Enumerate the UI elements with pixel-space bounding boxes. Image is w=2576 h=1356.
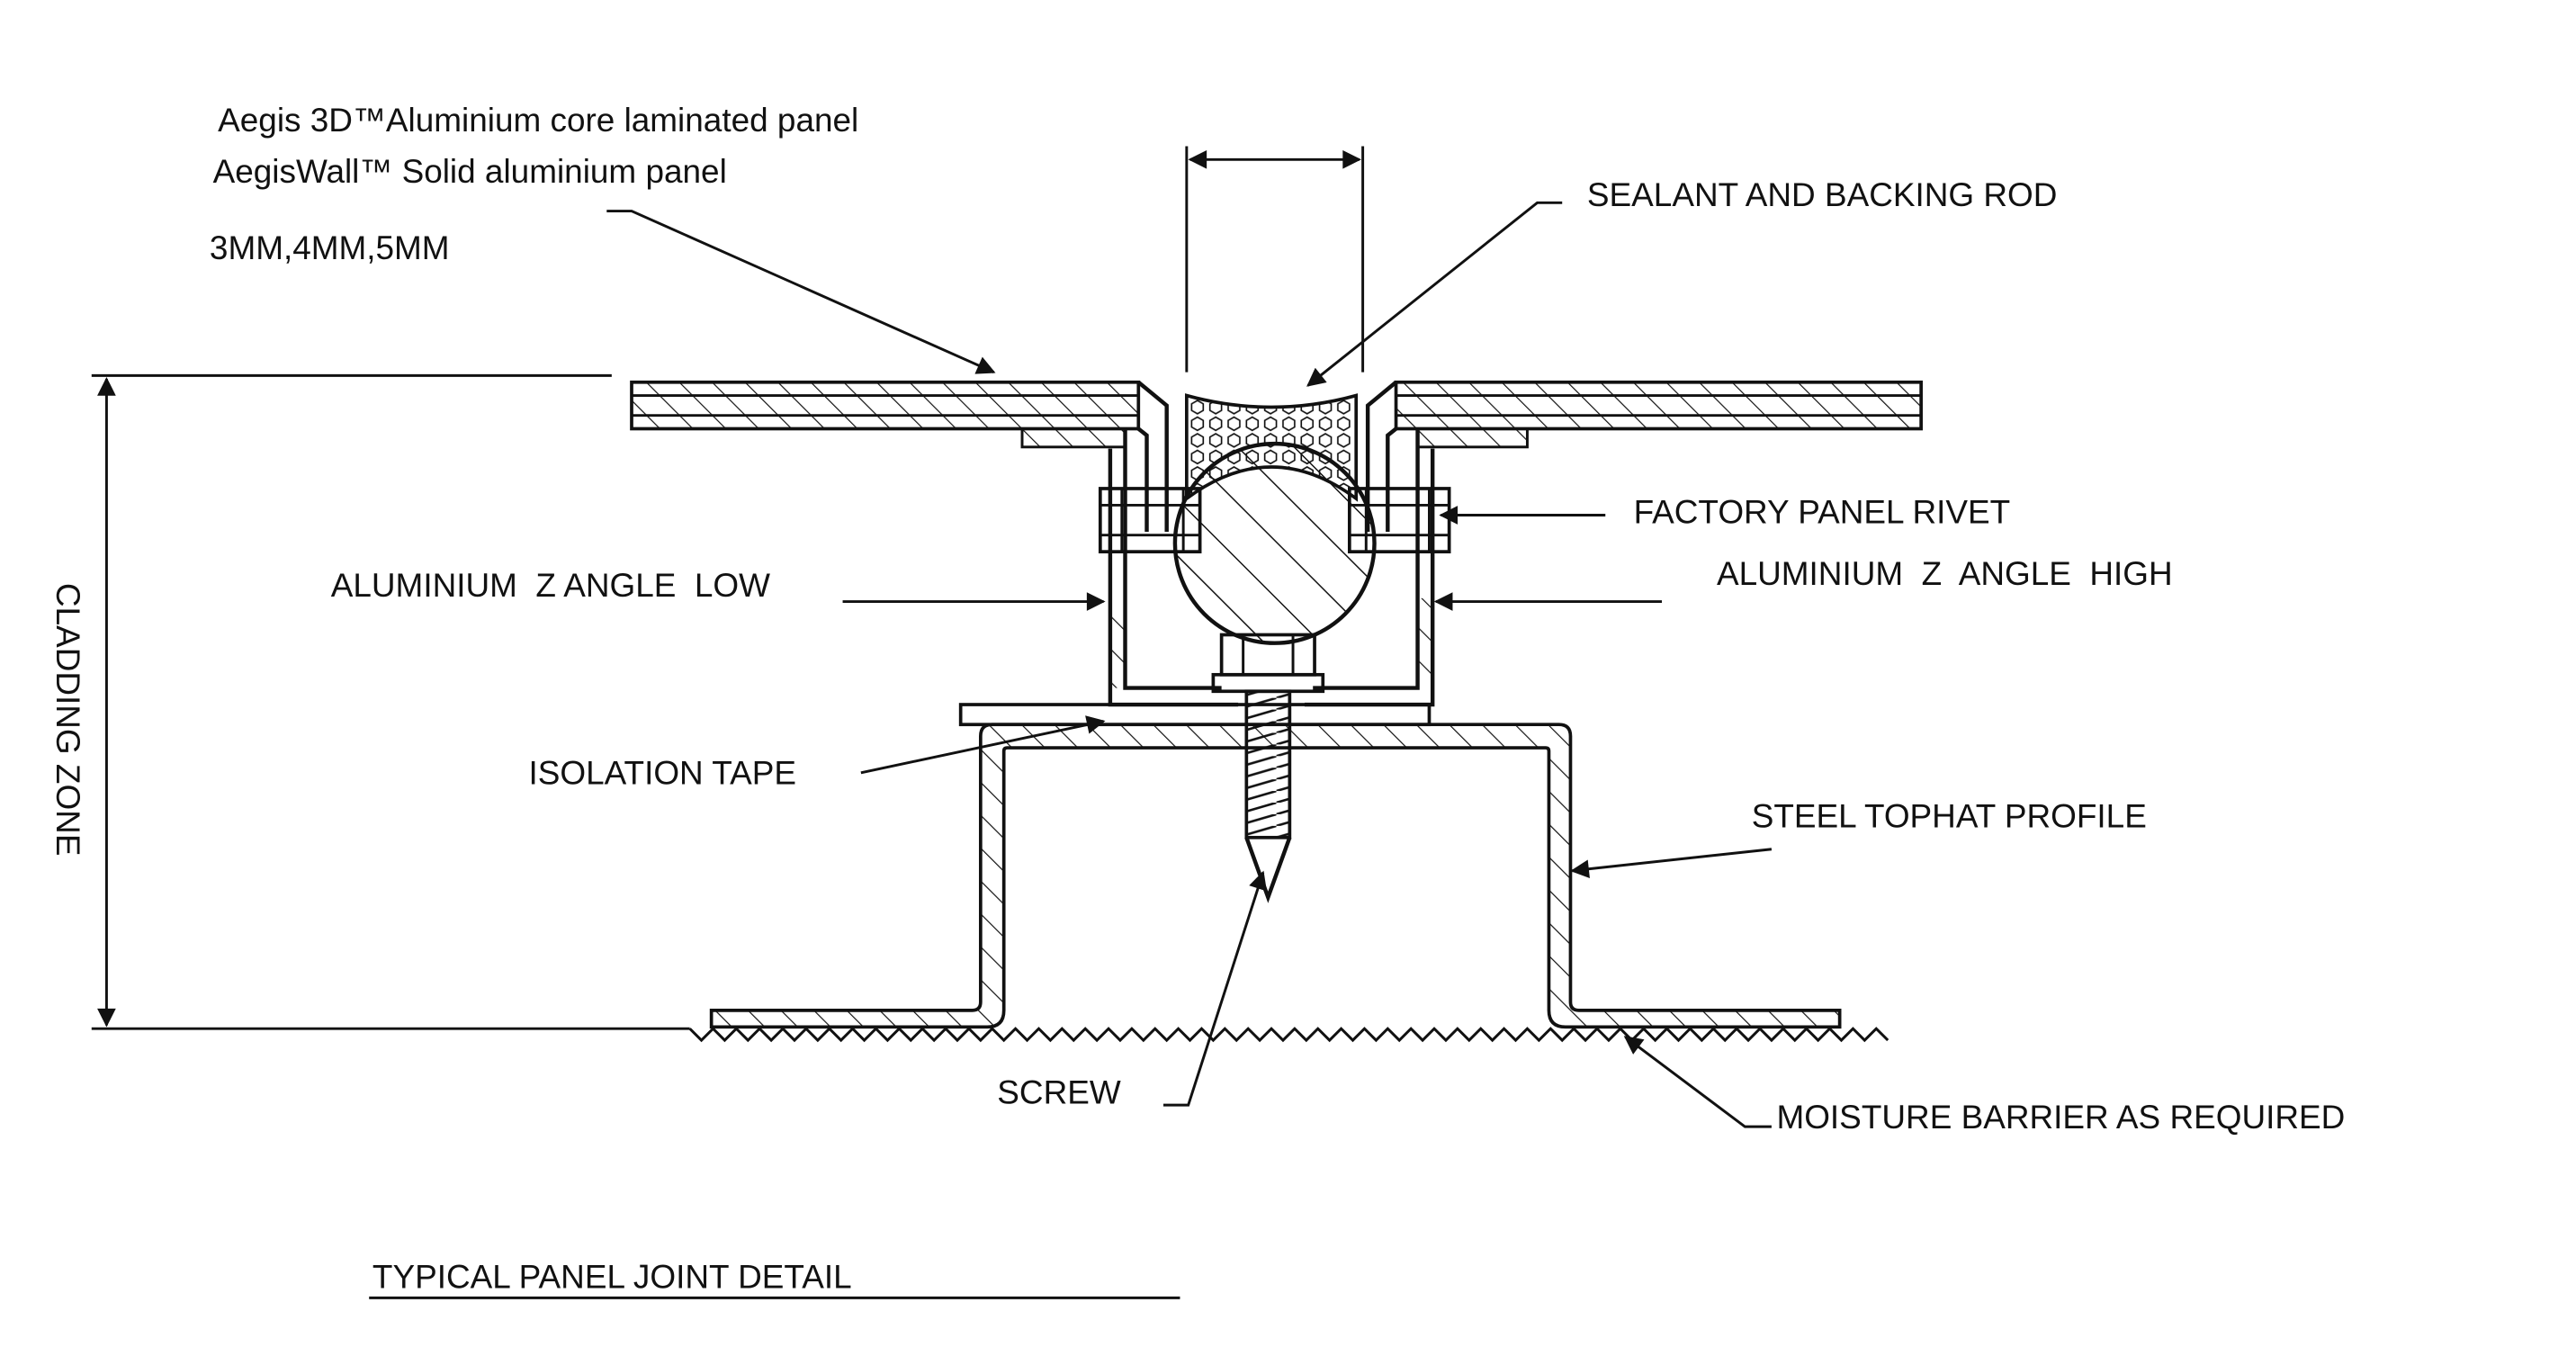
cladding-panel-left	[630, 380, 1169, 532]
angle-high-label: ALUMINIUM Z ANGLE HIGH	[1717, 555, 2173, 592]
cladding-panel-right	[1365, 380, 1923, 532]
panel-thickness-label: 3MM,4MM,5MM	[210, 229, 450, 266]
screw	[1211, 633, 1325, 903]
cladding-zone-label: CLADDING ZONE	[49, 583, 86, 857]
moisture-barrier-label: MOISTURE BARRIER AS REQUIRED	[1776, 1099, 2345, 1136]
panel-label-line1: Aegis 3D™Aluminium core laminated panel	[218, 102, 858, 139]
joint-gap-dimension	[1185, 146, 1365, 373]
screw-label: SCREW	[997, 1073, 1121, 1110]
isolation-tape-label: ISOLATION TAPE	[529, 755, 797, 792]
angle-low-label: ALUMINIUM Z ANGLE LOW	[331, 567, 770, 604]
leader-lines	[606, 201, 1773, 1128]
sealant-label: SEALANT AND BACKING ROD	[1587, 176, 2058, 213]
backing-rod	[1172, 441, 1377, 645]
drawing-title: TYPICAL PANEL JOINT DETAIL	[372, 1258, 852, 1295]
isolation-tape	[958, 703, 1432, 727]
panel-label-line2: AegisWall™ Solid aluminium panel	[213, 153, 727, 190]
steel-tophat-profile	[709, 723, 1842, 1029]
cladding-zone-dimension	[91, 373, 690, 1030]
rivet-label: FACTORY PANEL RIVET	[1634, 494, 2011, 531]
tophat-label: STEEL TOPHAT PROFILE	[1752, 798, 2147, 835]
substrate-line	[688, 1027, 1889, 1043]
